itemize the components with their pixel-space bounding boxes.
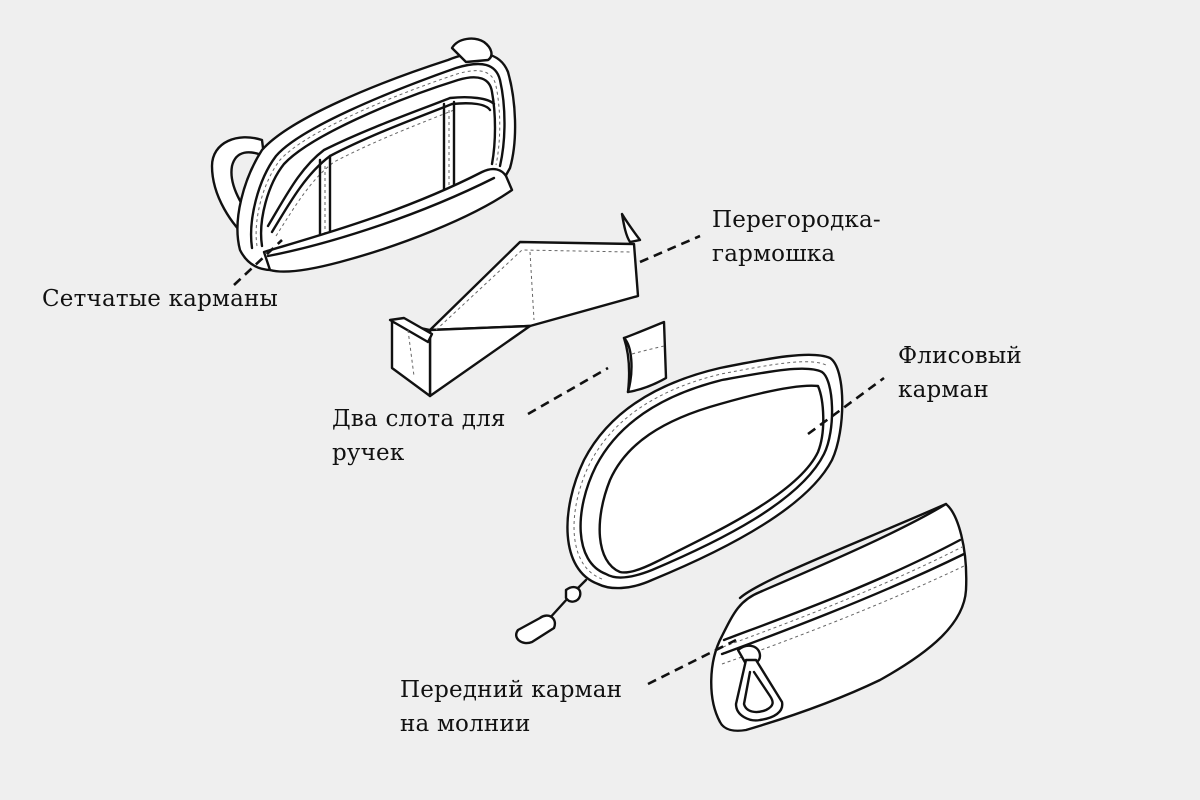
accordion-divider bbox=[388, 212, 642, 398]
label-line: Флисовый bbox=[898, 343, 1022, 369]
label-line: Два слота для bbox=[332, 406, 506, 432]
label-mesh-pockets: Сетчатые карманы bbox=[42, 282, 278, 316]
main-bag-body bbox=[210, 37, 517, 273]
pen-slots-piece bbox=[622, 320, 668, 394]
leader-mesh bbox=[233, 239, 283, 286]
leader-fleece bbox=[807, 376, 885, 436]
label-front-zip-pocket: Передний карман на молнии bbox=[400, 673, 622, 741]
leader-front bbox=[647, 638, 737, 686]
label-accordion-divider: Перегородка- гармошка bbox=[712, 203, 881, 271]
front-zip-pocket bbox=[710, 502, 968, 732]
fleece-pocket bbox=[515, 353, 844, 645]
label-fleece-pocket: Флисовый карман bbox=[898, 339, 1022, 407]
label-line: карман bbox=[898, 377, 989, 403]
label-line: на молнии bbox=[400, 711, 531, 737]
leader-divider bbox=[639, 234, 701, 264]
label-line: Передний карман bbox=[400, 677, 623, 703]
label-line: ручек bbox=[332, 440, 405, 466]
label-pen-slots: Два слота для ручек bbox=[332, 402, 506, 470]
label-line: Сетчатые карманы bbox=[42, 286, 279, 312]
leader-slots bbox=[527, 366, 609, 416]
label-line: Перегородка- bbox=[712, 207, 881, 233]
label-line: гармошка bbox=[712, 241, 836, 267]
